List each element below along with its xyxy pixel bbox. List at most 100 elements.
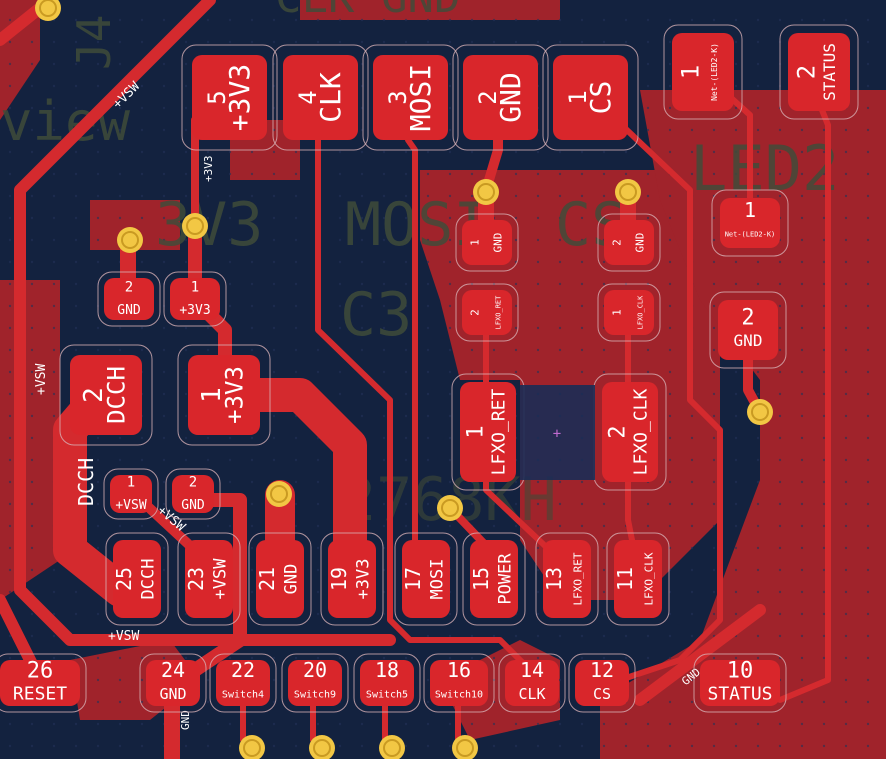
via-6 (747, 399, 773, 425)
led-pad-2-net: STATUS (820, 43, 839, 101)
lfxo-small-pad-clk-number: 1 (610, 309, 623, 316)
big-pad-dcch-number: 2 (79, 387, 109, 403)
cap-gnd-pad-a[interactable]: 1 GND (455, 213, 519, 272)
header-pin-1-number: 1 (564, 90, 592, 104)
ic-pad-21-number: 21 (255, 567, 279, 591)
svg-text:+: + (553, 426, 561, 442)
cap-gnd-pad-a-number: 1 (468, 239, 481, 246)
silk-led: LED2 (690, 132, 839, 205)
led-pad-1[interactable]: 1 Net-(LED2-K) (663, 24, 743, 120)
ic-pad-11-net: LFXO_CLK (643, 552, 656, 605)
ic-pad-18-net: Switch5 (366, 690, 408, 701)
header-pin-2-number: 2 (474, 90, 502, 104)
cap-gnd-pad-b-net: GND (634, 233, 647, 253)
crystal-body: + (520, 385, 595, 480)
via-3 (182, 213, 208, 239)
ic-pad-23[interactable]: 23+VSW (177, 532, 241, 626)
ic-pad-10-net: STATUS (707, 684, 772, 705)
label-dcch-left: DCCH (74, 458, 98, 506)
header-pin-5[interactable]: 5+3V3 (181, 44, 278, 151)
ic-pad-24-net: GND (159, 685, 186, 703)
via-4 (473, 179, 499, 205)
left-cap-pad-2-number: 2 (125, 279, 133, 295)
led-pad-2-number: 2 (792, 65, 820, 79)
ic-pad-22-number: 22 (231, 658, 255, 682)
left-cap-pad-2-net: GND (117, 303, 141, 318)
ic-pad-26-net: RESET (13, 684, 67, 705)
track-cs (587, 92, 723, 683)
ic-pad-26-number: 26 (27, 658, 54, 683)
silk-j4: J4 (67, 15, 121, 70)
ic-pad-19[interactable]: 19+3V3 (320, 532, 384, 626)
lfxo-small-pad-ret-net: LFXO_RET (495, 295, 503, 330)
via-12 (452, 735, 478, 759)
via-8 (437, 495, 463, 521)
vsw-pad-1[interactable]: 1+VSW (103, 468, 159, 520)
vsw-pad-2-net: GND (181, 498, 205, 513)
big-pad-3v3[interactable]: 1+3V3 (177, 344, 271, 446)
ic-pad-15-net: POWER (496, 553, 516, 605)
ic-pad-20-number: 20 (303, 658, 327, 682)
header-pin-3-net: MOSI (404, 64, 437, 131)
left-cap-pad-1[interactable]: 1+3V3 (163, 271, 227, 327)
vsw-pad-1-net: +VSW (115, 498, 146, 513)
via-2 (117, 227, 143, 253)
label-vsw-left: +VSW (34, 364, 49, 395)
ic-pad-23-net: +VSW (211, 558, 231, 600)
lfxo-small-pad-clk-net: LFXO_CLK (637, 295, 645, 330)
cap-gnd-pad-a-net: GND (492, 233, 505, 253)
led-pad-1-net: Net-(LED2-K) (710, 43, 719, 101)
header-pin-3-number: 3 (384, 90, 412, 104)
via-1 (35, 0, 61, 21)
header-pin-1-net: CS (584, 81, 617, 115)
ic-pad-15-number: 15 (469, 567, 493, 591)
lfxo-small-pad-clk[interactable]: 1 LFXO_CLK (597, 283, 661, 342)
silk-top-fragment: CLK GND (275, 0, 460, 23)
ic-pad-19-number: 19 (327, 567, 351, 591)
ic-pad-25-number: 25 (112, 567, 136, 591)
ic-pad-13-net: LFXO_RET (572, 552, 585, 605)
led-pad-1-number: 1 (676, 65, 704, 79)
header-pin-4-number: 4 (294, 90, 322, 104)
silk-c3: C3 (340, 280, 412, 350)
track-3v3-main (208, 378, 367, 592)
label-vsw-bottom: +VSW (108, 629, 139, 644)
ic-pad-25-net: DCCH (139, 559, 159, 600)
header-pin-1[interactable]: 1CS (542, 44, 639, 151)
ic-pad-22-net: Switch4 (222, 690, 264, 701)
crystal-pad-2-number: 2 (605, 425, 630, 438)
ic-pad-14-number: 14 (520, 658, 544, 682)
crystal-pad-2-net: LFXO_CLK (631, 388, 652, 475)
ic-pad-12-net: CS (593, 685, 611, 703)
vias-layer (35, 0, 773, 759)
